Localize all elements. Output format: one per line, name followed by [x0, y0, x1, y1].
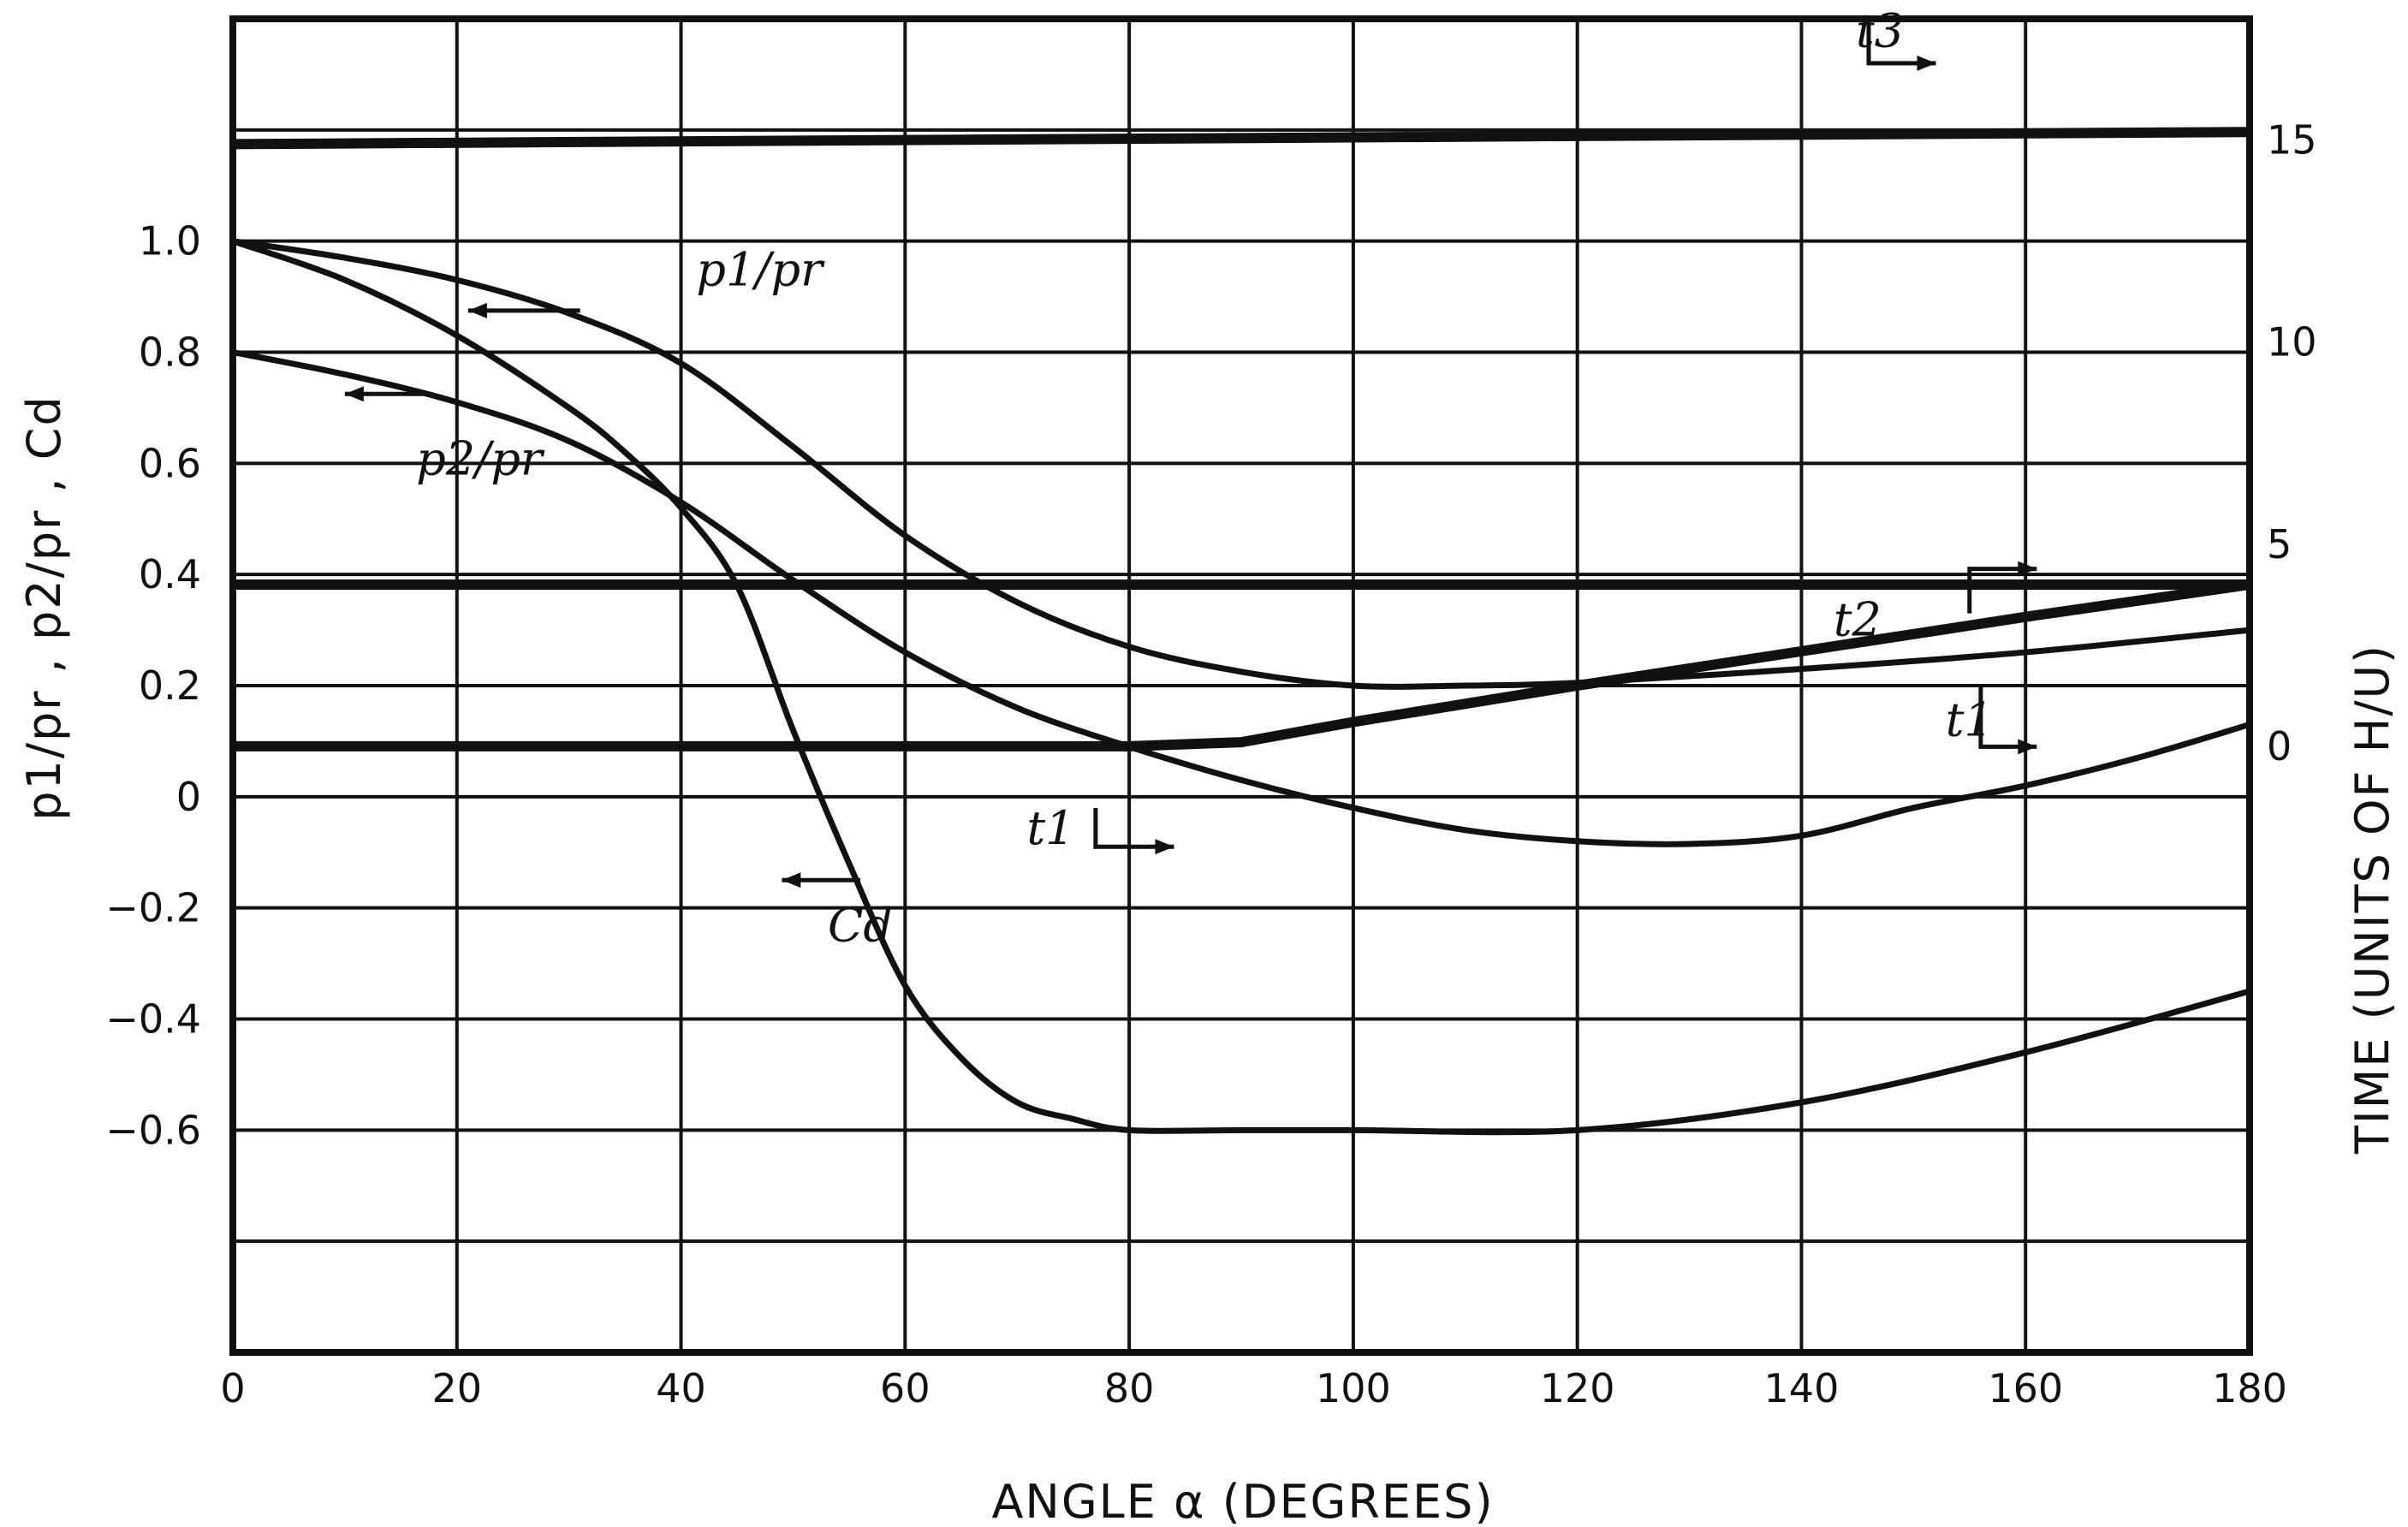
- annotation-6: t3: [1856, 3, 1904, 57]
- y-tick-label-left-2: 0.6: [139, 440, 201, 486]
- y-tick-label-right-1: 10: [2267, 319, 2317, 365]
- x-axis-title: ANGLE α (DEGREES): [991, 1475, 1494, 1527]
- series-layer: [229, 127, 2253, 1136]
- x-tick-label-7: 140: [1764, 1365, 1840, 1411]
- hook-t1-lower: [1093, 807, 1174, 849]
- arrow-p1-left-head: [467, 302, 487, 318]
- y-tick-label-left-3: 0.4: [139, 551, 201, 597]
- hook-t2: [1967, 567, 2037, 614]
- annotation-4: t1: [1946, 692, 1994, 746]
- hook-t2-head: [2018, 561, 2037, 577]
- y-tick-label-right-2: 5: [2267, 521, 2292, 567]
- x-tick-label-3: 60: [880, 1365, 930, 1411]
- y-axis-title-left: p1/pr , p2/pr , Cd: [17, 395, 71, 821]
- annotation-5: t2: [1834, 593, 1882, 647]
- annotation-0: p1/pr: [696, 243, 825, 297]
- grid: [229, 15, 2253, 1356]
- annotation-3: t1: [1026, 801, 1074, 855]
- series-line-p2-pr: [229, 349, 2253, 847]
- x-tick-label-9: 180: [2212, 1365, 2287, 1411]
- x-tick-label-2: 40: [656, 1365, 706, 1411]
- annotation-1: p2/pr: [416, 431, 545, 485]
- annotation-2: Cd: [828, 899, 893, 953]
- y-tick-label-left-5: 0: [176, 774, 201, 820]
- plot-frame: [229, 15, 2253, 1356]
- x-tick-label-4: 80: [1104, 1365, 1155, 1411]
- y-tick-label-left-7: −0.4: [105, 996, 201, 1043]
- x-tick-label-5: 100: [1316, 1365, 1391, 1411]
- series-line-t1: [233, 579, 2250, 752]
- x-tick-label-1: 20: [432, 1365, 483, 1411]
- x-tick-label-6: 120: [1540, 1365, 1615, 1411]
- y-tick-label-left-8: −0.6: [105, 1107, 201, 1153]
- y-tick-label-left-1: 0.8: [139, 330, 201, 376]
- arrow-cd-left-head: [782, 872, 801, 888]
- hook-t3: [1866, 19, 1936, 66]
- hook-t3-head: [1917, 55, 1936, 71]
- y-tick-label-left-4: 0.2: [139, 662, 201, 709]
- y-tick-label-right-0: 15: [2267, 117, 2317, 163]
- y-tick-label-right-3: 0: [2267, 723, 2292, 769]
- hook-t1-lower-head: [1155, 839, 1174, 855]
- x-tick-label-0: 0: [220, 1365, 245, 1411]
- series-line-cd: [229, 238, 2253, 1136]
- arrow-p2-left-head: [344, 386, 364, 402]
- y-axis-title-right: TIME (UNITS OF H/U): [2346, 644, 2399, 1155]
- hook-t1-upper-head: [2018, 739, 2037, 755]
- y-tick-label-left-6: −0.2: [105, 885, 201, 931]
- series-line-t3: [232, 127, 2250, 150]
- x-tick-label-8: 160: [1988, 1365, 2063, 1411]
- series-line-p1-pr: [229, 238, 2253, 690]
- y-tick-label-left-0: 1.0: [139, 218, 201, 264]
